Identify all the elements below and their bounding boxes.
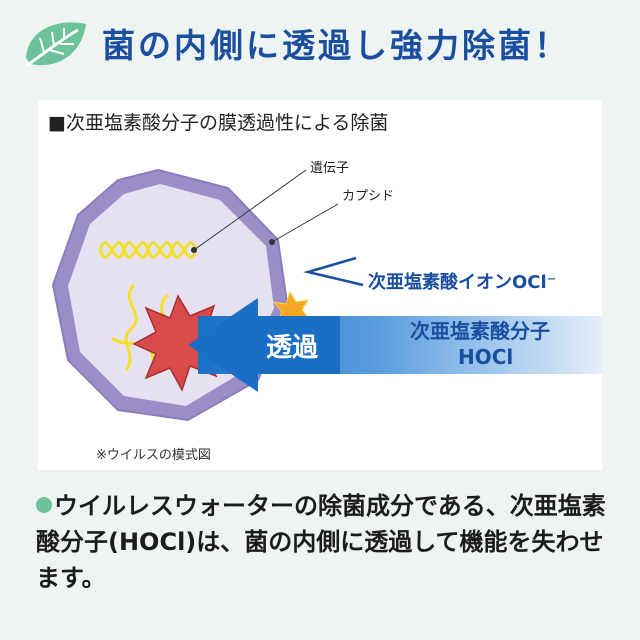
diagram-panel: ■次亜塩素酸分子の膜透過性による除菌 透過 次亜塩素酸分子 xyxy=(38,100,602,470)
penetration-arrow xyxy=(188,298,340,392)
capsid-label: カプシド xyxy=(342,189,394,204)
gene-leader-line xyxy=(193,169,307,251)
header: 菌の内側に透過し強力除菌！ xyxy=(0,0,640,92)
gene-label: 遺伝子 xyxy=(310,161,349,176)
description: ウイルレスウォーターの除菌成分である、次亜塩素酸分子(HOCl)は、菌の内側に透… xyxy=(36,488,622,596)
bullet-icon xyxy=(36,497,52,513)
molecule-name: 次亜塩素酸分子 xyxy=(410,319,550,343)
molecule-formula: HOCl xyxy=(458,345,513,369)
capsid-leader-line xyxy=(271,203,339,243)
ion-label: 次亜塩素酸イオンOCl⁻ xyxy=(368,271,556,293)
description-text: ウイルレスウォーターの除菌成分である、次亜塩素酸分子(HOCl)は、菌の内側に透… xyxy=(36,492,606,592)
diagram-caption: ※ウイルスの模式図 xyxy=(96,448,211,463)
gene-leader-dot xyxy=(191,247,197,253)
ion-arrow xyxy=(303,256,364,287)
panel-heading: ■次亜塩素酸分子の膜透過性による除菌 xyxy=(48,112,389,134)
capsid-leader-dot xyxy=(269,239,275,245)
virus-diagram: 透過 次亜塩素酸分子 HOCl 次亜塩素酸イオンOCl⁻ 遺伝子 カプシド xyxy=(51,161,602,422)
penetration-label: 透過 xyxy=(266,333,319,363)
page-title: 菌の内側に透過し強力除菌！ xyxy=(102,26,570,65)
leaf-icon xyxy=(25,22,86,68)
